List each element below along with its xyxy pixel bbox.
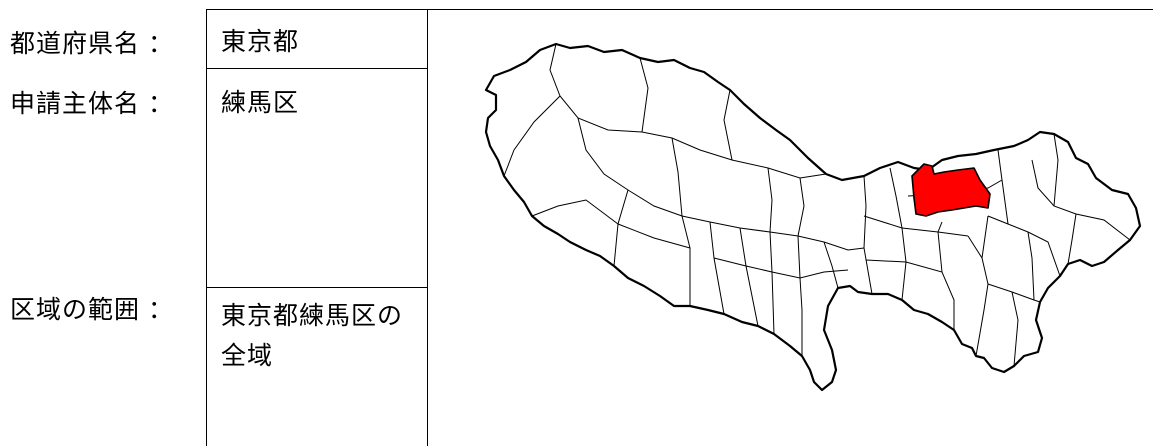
area-scope-value: 東京都練馬区の全域 bbox=[221, 301, 404, 370]
applicant-label-text: 申請主体名 bbox=[10, 89, 141, 118]
tokyo-map bbox=[484, 42, 1142, 392]
separator: ： bbox=[148, 295, 175, 324]
area-scope-value-box: 東京都練馬区の全域 bbox=[206, 287, 428, 446]
separator: ： bbox=[148, 89, 175, 118]
separator: ： bbox=[148, 29, 175, 58]
applicant-value: 練馬区 bbox=[221, 88, 300, 117]
prefecture-label-text: 都道府県名 bbox=[10, 29, 141, 58]
area-scope-label: 区域の範囲： bbox=[10, 294, 174, 326]
municipal-boundaries bbox=[503, 43, 1131, 367]
applicant-label: 申請主体名： bbox=[10, 88, 174, 120]
nerima-ward-highlight bbox=[911, 163, 991, 217]
applicant-value-box: 練馬区 bbox=[206, 68, 428, 288]
prefecture-label: 都道府県名： bbox=[10, 28, 174, 60]
prefecture-value: 東京都 bbox=[221, 27, 300, 56]
prefecture-value-box: 東京都 bbox=[206, 9, 428, 69]
tokyo-outline bbox=[484, 42, 1142, 392]
tokyo-map-panel bbox=[428, 9, 1153, 446]
area-scope-label-text: 区域の範囲 bbox=[10, 295, 141, 324]
